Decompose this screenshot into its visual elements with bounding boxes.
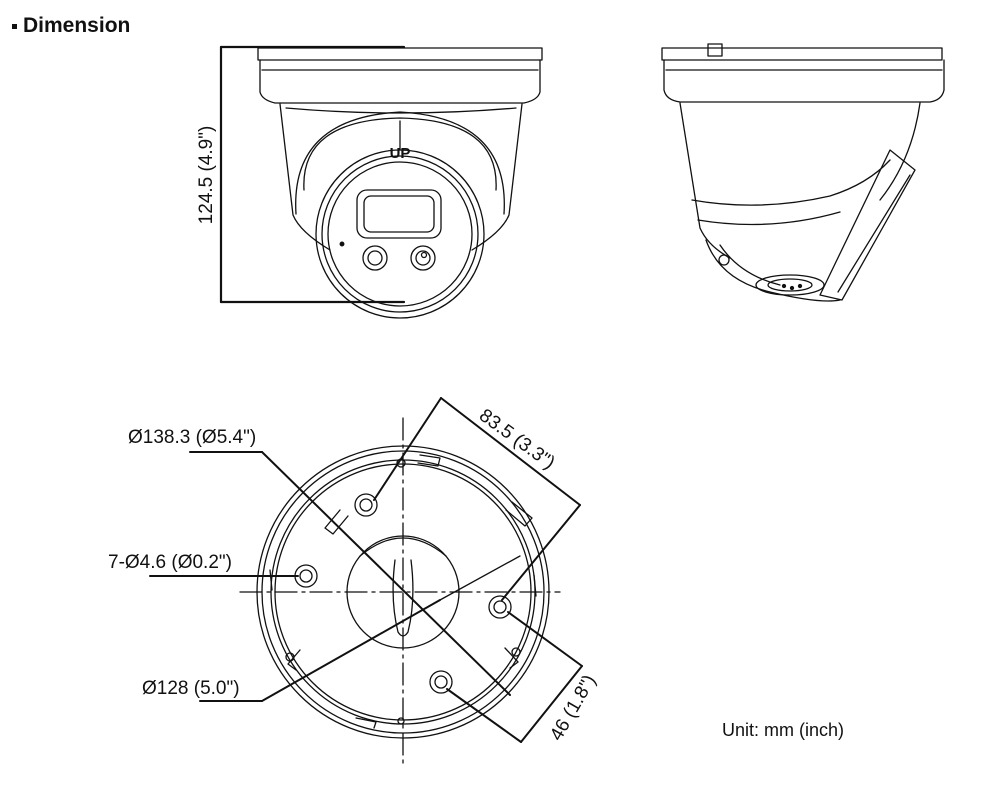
bullet-icon (12, 23, 17, 29)
inner-diameter-label: Ø128 (5.0") (142, 678, 240, 699)
front-view (219, 45, 543, 319)
hole-spec-label: 7-Ø4.6 (Ø0.2") (108, 552, 232, 573)
unit-label: Unit: mm (inch) (722, 720, 845, 740)
hole-spacing-short-label: 46 (1.8") (546, 671, 600, 744)
outer-diameter-label: Ø138.3 (Ø5.4") (128, 427, 256, 448)
hole-spacing-long-label: 83.5 (3.3") (475, 405, 559, 474)
height-dimension-label: 124.5 (4.9") (196, 126, 217, 225)
heading-text: Dimension (23, 14, 131, 37)
bottom-view (149, 397, 583, 766)
logo-text: UP (390, 145, 411, 162)
side-view (661, 43, 945, 302)
section-heading: Dimension (12, 14, 130, 38)
